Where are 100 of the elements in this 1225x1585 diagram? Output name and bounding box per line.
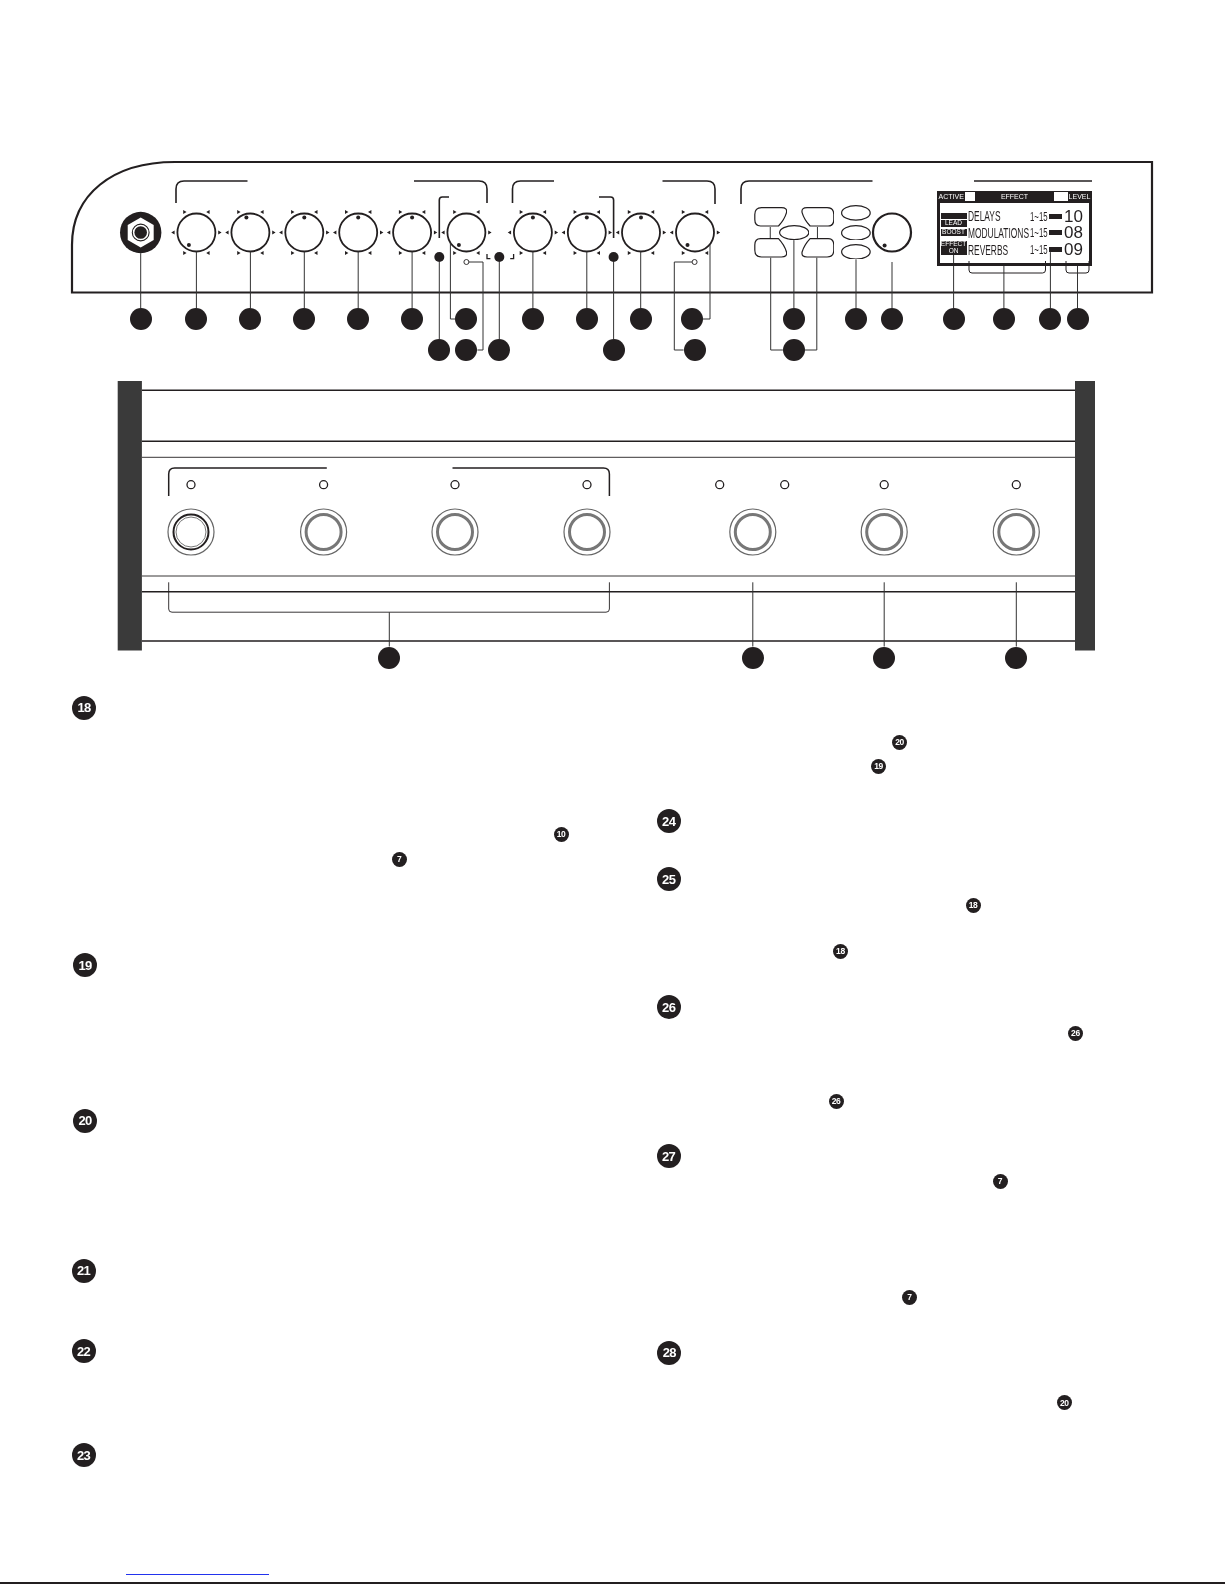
leader-line xyxy=(752,581,754,647)
leader-line xyxy=(449,242,456,320)
leader-line xyxy=(388,611,390,647)
callout-number: 25 xyxy=(656,867,681,892)
callout-number: 7 xyxy=(901,1289,917,1305)
callout-marker xyxy=(185,308,208,330)
callout-marker xyxy=(428,339,451,361)
callout-marker xyxy=(488,339,511,361)
callout-number: 10 xyxy=(553,826,569,842)
callout-marker xyxy=(602,339,625,361)
callout-marker xyxy=(1005,646,1028,669)
callout-marker xyxy=(741,646,764,669)
callout-number: 18 xyxy=(72,695,96,720)
leader-line xyxy=(640,251,642,309)
callout-marker xyxy=(293,308,316,330)
callout-marker xyxy=(347,308,370,330)
navigation-key xyxy=(753,207,787,227)
callout-number: 24 xyxy=(656,809,681,833)
callout-marker xyxy=(378,646,401,669)
callout-number: 21 xyxy=(71,1258,96,1283)
leader-line xyxy=(702,244,711,320)
callout-marker xyxy=(845,308,867,330)
oval-button xyxy=(778,224,810,241)
oval-button xyxy=(841,243,871,260)
leader-line xyxy=(883,581,885,647)
leader-line xyxy=(793,239,795,309)
leader-line xyxy=(532,251,534,309)
callout-number: 26 xyxy=(828,1093,844,1109)
effect-name: DELAYS xyxy=(968,209,1001,224)
callout-marker xyxy=(239,308,262,330)
leader-line xyxy=(303,251,305,309)
lcd-tag xyxy=(1049,230,1062,235)
leader-line xyxy=(195,251,197,309)
callout-marker xyxy=(942,308,965,330)
status-indicator xyxy=(940,212,967,219)
level-value: 10 xyxy=(1064,207,1083,225)
lcd-display xyxy=(937,191,1092,266)
callout-number: 27 xyxy=(656,1144,681,1169)
callout-marker xyxy=(129,308,152,330)
callout-marker xyxy=(680,308,703,330)
leader-line xyxy=(891,261,893,309)
range-value: 1~15 xyxy=(1030,226,1048,239)
callout-marker xyxy=(575,308,598,330)
callout-number: 22 xyxy=(71,1339,96,1364)
leader-line xyxy=(1049,251,1051,309)
leader-line xyxy=(357,251,359,309)
callout-number: 26 xyxy=(656,995,681,1019)
leader-line xyxy=(953,254,955,309)
range-value: 1~15 xyxy=(1030,243,1048,257)
leader-line xyxy=(855,258,857,309)
callout-marker xyxy=(782,308,805,330)
leader-line xyxy=(586,251,588,309)
leader-line xyxy=(673,261,693,351)
callout-marker xyxy=(401,308,424,330)
leader-line xyxy=(816,226,818,239)
callout-marker xyxy=(881,308,903,330)
callout-number: 26 xyxy=(1067,1025,1083,1041)
effect-name: REVERBS xyxy=(968,242,1009,257)
callout-marker xyxy=(1066,308,1089,330)
leader-line xyxy=(140,252,142,309)
callout-marker xyxy=(521,308,544,330)
callout-number: 19 xyxy=(73,953,97,978)
callout-marker xyxy=(455,339,478,361)
callout-marker xyxy=(629,308,652,330)
callout-number: 20 xyxy=(892,735,908,750)
lcd-tag xyxy=(1049,213,1062,219)
callout-number: 19 xyxy=(871,758,886,774)
navigation-key xyxy=(800,207,835,227)
callout-marker xyxy=(683,339,706,361)
callout-number: 23 xyxy=(71,1443,96,1467)
effect-name: MODULATIONS xyxy=(968,225,1029,240)
callout-marker xyxy=(782,339,805,361)
callout-number: 18 xyxy=(832,944,848,959)
navigation-key xyxy=(800,238,835,258)
leader-line xyxy=(770,257,784,351)
level-value: 09 xyxy=(1064,241,1083,259)
leader-line xyxy=(804,257,818,351)
level-value: 08 xyxy=(1064,224,1083,241)
callout-marker xyxy=(1039,308,1062,330)
callout-marker xyxy=(992,308,1015,330)
range-value: 1~15 xyxy=(1030,209,1048,223)
leader-line xyxy=(1003,265,1005,309)
leader-line xyxy=(438,261,440,340)
leader-line xyxy=(1077,265,1078,309)
callout-number: 7 xyxy=(992,1173,1008,1189)
callout-marker xyxy=(873,646,896,669)
leader-line xyxy=(613,261,615,340)
oval-button xyxy=(841,205,871,221)
oval-button xyxy=(841,224,871,241)
leader-line xyxy=(468,261,484,351)
leader-line xyxy=(411,251,413,309)
navigation-key xyxy=(753,238,787,258)
callout-marker xyxy=(455,308,478,330)
callout-number: 28 xyxy=(657,1340,682,1365)
callout-number: 20 xyxy=(1056,1395,1072,1411)
callout-number: 7 xyxy=(391,852,407,867)
leader-line xyxy=(769,226,771,239)
lcd-tag xyxy=(1049,247,1062,253)
leader-line xyxy=(249,251,251,309)
callout-number: 18 xyxy=(965,897,981,913)
